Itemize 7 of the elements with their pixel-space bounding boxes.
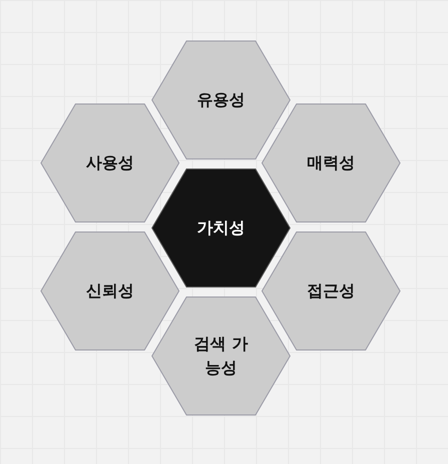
- hexagon-label: 가치성: [197, 217, 245, 239]
- hexagon-label: 유용성: [197, 89, 245, 111]
- hexagon-label: 신뢰성: [86, 280, 134, 302]
- hexagon-label: 사용성: [86, 152, 134, 174]
- hexagon-label: 접근성: [307, 280, 355, 302]
- hexagon-label: 검색 가능성: [193, 333, 249, 379]
- hexagon-label: 매력성: [307, 152, 355, 174]
